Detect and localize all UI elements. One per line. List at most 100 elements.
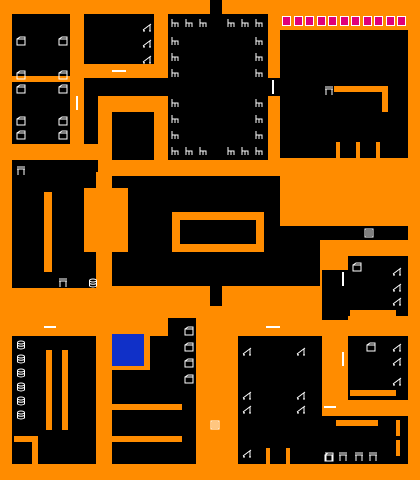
chair-icon [184,18,194,28]
wall-inner-n [0,288,210,304]
desk-icon [58,278,68,288]
crate-icon [16,116,26,126]
wall-inner-r [196,318,210,464]
wall-inner-aa [62,350,68,430]
crate-icon [58,84,68,94]
wall-inner-c [98,96,168,112]
door-bottom-center[interactable] [266,326,280,328]
barrel-icon [16,368,26,378]
crate-icon [16,130,26,140]
wall-inner-m [112,188,128,252]
bed-icon [242,448,252,458]
room-chairs-top [168,14,268,160]
barrel-icon [88,278,98,288]
corridor-right-upper [268,78,280,96]
bed-icon [392,376,402,386]
banner-block-icon [397,16,406,26]
wall-inner-a [70,14,84,144]
crate-icon [16,70,26,80]
water-pool [112,334,144,366]
door-left-lower[interactable] [44,326,56,328]
wall-inner-ac [382,86,388,112]
banner-block-icon [282,16,291,26]
crate-icon [366,342,376,352]
corridor-center-down [210,286,222,306]
barrel-icon [16,396,26,406]
wall-inner-x [112,404,182,410]
barrel-icon [16,410,26,420]
wall-inner-ae [350,390,396,396]
crate-icon [58,130,68,140]
chair-icon [170,130,180,140]
bed-icon [392,296,402,306]
banner-block-icon [362,16,372,26]
door-right-bottom[interactable] [324,406,336,408]
bed-icon [392,342,402,352]
chair-icon [254,68,264,78]
note-icon [210,420,220,430]
wall-inner-af [336,420,378,426]
wall-post [286,448,290,464]
wall-inner-s [222,318,266,336]
wall-post [376,142,380,158]
room-hall-small [112,112,154,160]
desk-icon [324,86,334,96]
bed-icon [242,404,252,414]
wall-post [266,448,270,464]
chair-icon [170,52,180,62]
desk-icon [338,452,348,462]
barrel-icon [16,354,26,364]
door-right-mid[interactable] [342,272,344,286]
chair-icon [240,146,250,156]
wall-inner-p [0,304,44,336]
banner-block-icon [339,16,349,26]
banner-block-icon [305,16,314,26]
wall-inner-ad [350,310,396,316]
room-bottom-center [238,336,322,464]
chair-icon [254,114,264,124]
crate-icon [184,326,194,336]
corridor-right-drop [308,240,320,286]
bed-icon [296,346,306,356]
crate-icon [16,84,26,94]
chair-icon [254,52,264,62]
bed-icon [242,390,252,400]
chair-icon [198,18,208,28]
door-right-upper[interactable] [272,80,274,94]
room-bottom-left-2 [54,336,96,464]
crate-icon [184,358,194,368]
wall-inner-w [322,336,348,416]
chair-icon [226,18,236,28]
wall-inner-j [12,144,98,160]
banner-block-icon [351,16,360,26]
crate-icon [58,70,68,80]
wall-inner-ag [14,436,38,442]
wall-inner-ah [32,436,38,464]
door-top-small[interactable] [112,70,126,72]
chair-icon [198,146,208,156]
banner-block-icon [328,16,337,26]
banner-strip [282,14,408,30]
corridor-left-vertical [84,14,96,64]
door-left-upper[interactable] [76,96,78,110]
chair-icon [254,18,264,28]
wall-inner-b [154,14,168,78]
banner-block-icon [374,16,383,26]
door-right-lower[interactable] [342,352,344,366]
banner-block-icon [316,16,326,26]
wall-inner-t [280,318,322,336]
corridor-center-right [300,226,408,240]
wall-inner-z [46,350,52,430]
chair-icon [170,146,180,156]
bed-icon [142,54,152,64]
crate-icon [184,374,194,384]
crate-icon [16,36,26,46]
wall-post [356,142,360,158]
bed-icon [392,356,402,366]
bed-icon [242,346,252,356]
barrel-icon [16,382,26,392]
chair-icon [170,18,180,28]
chair-icon [254,36,264,46]
chair-icon [254,130,264,140]
wall-post [396,420,400,436]
